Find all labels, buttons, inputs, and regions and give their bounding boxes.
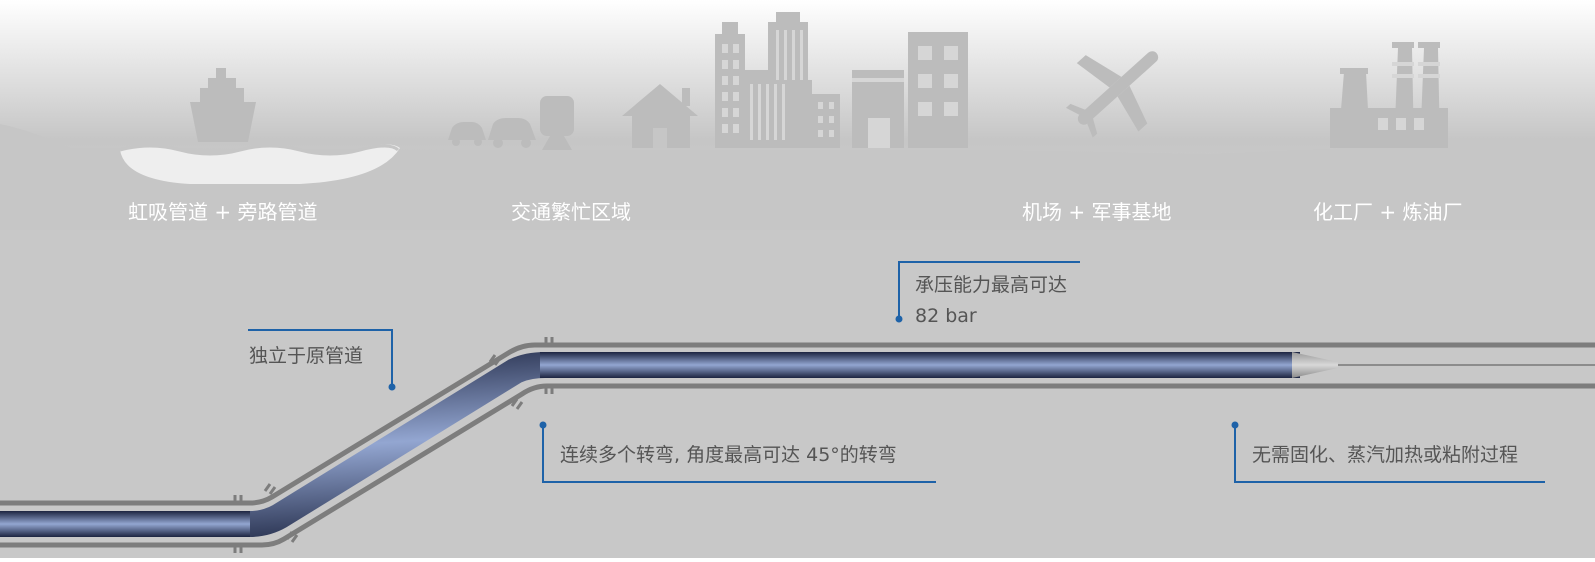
host-pipe-lower-wall [0, 383, 1595, 548]
label-traffic-area: 交通繁忙区域 [511, 200, 631, 224]
ship-icon [190, 68, 256, 142]
label-airport-military: 机场 + 军事基地 [1022, 200, 1172, 224]
callout-independent: 独立于原管道 [249, 345, 364, 367]
callout-pressure-line2: 82 bar [915, 305, 977, 327]
pipe-joints [233, 337, 554, 553]
cars-icon [448, 118, 536, 148]
factory-icon [1330, 42, 1448, 148]
liner-pipe-left [0, 511, 250, 537]
liner-pipe [0, 352, 1300, 537]
liner-pipe-straight [540, 352, 1300, 378]
water [120, 144, 400, 184]
host-pipe-upper-wall [0, 342, 1595, 506]
label-siphon-bypass: 虹吸管道 + 旁路管道 [128, 200, 318, 224]
callout-lines [248, 261, 1545, 483]
train-icon [540, 96, 574, 150]
airplane-icon [1065, 51, 1159, 138]
callout-pressure-line1: 承压能力最高可达 [915, 274, 1068, 296]
callout-no-curing: 无需固化、蒸汽加热或粘附过程 [1252, 444, 1519, 466]
pulling-head [1292, 352, 1338, 378]
callout-dots [388, 315, 1239, 429]
label-chemical-refinery: 化工厂 + 炼油厂 [1313, 200, 1463, 224]
house-icon [622, 84, 698, 148]
building-windows [722, 30, 958, 148]
callout-bends: 连续多个转弯, 角度最高可达 45°的转弯 [560, 444, 897, 466]
